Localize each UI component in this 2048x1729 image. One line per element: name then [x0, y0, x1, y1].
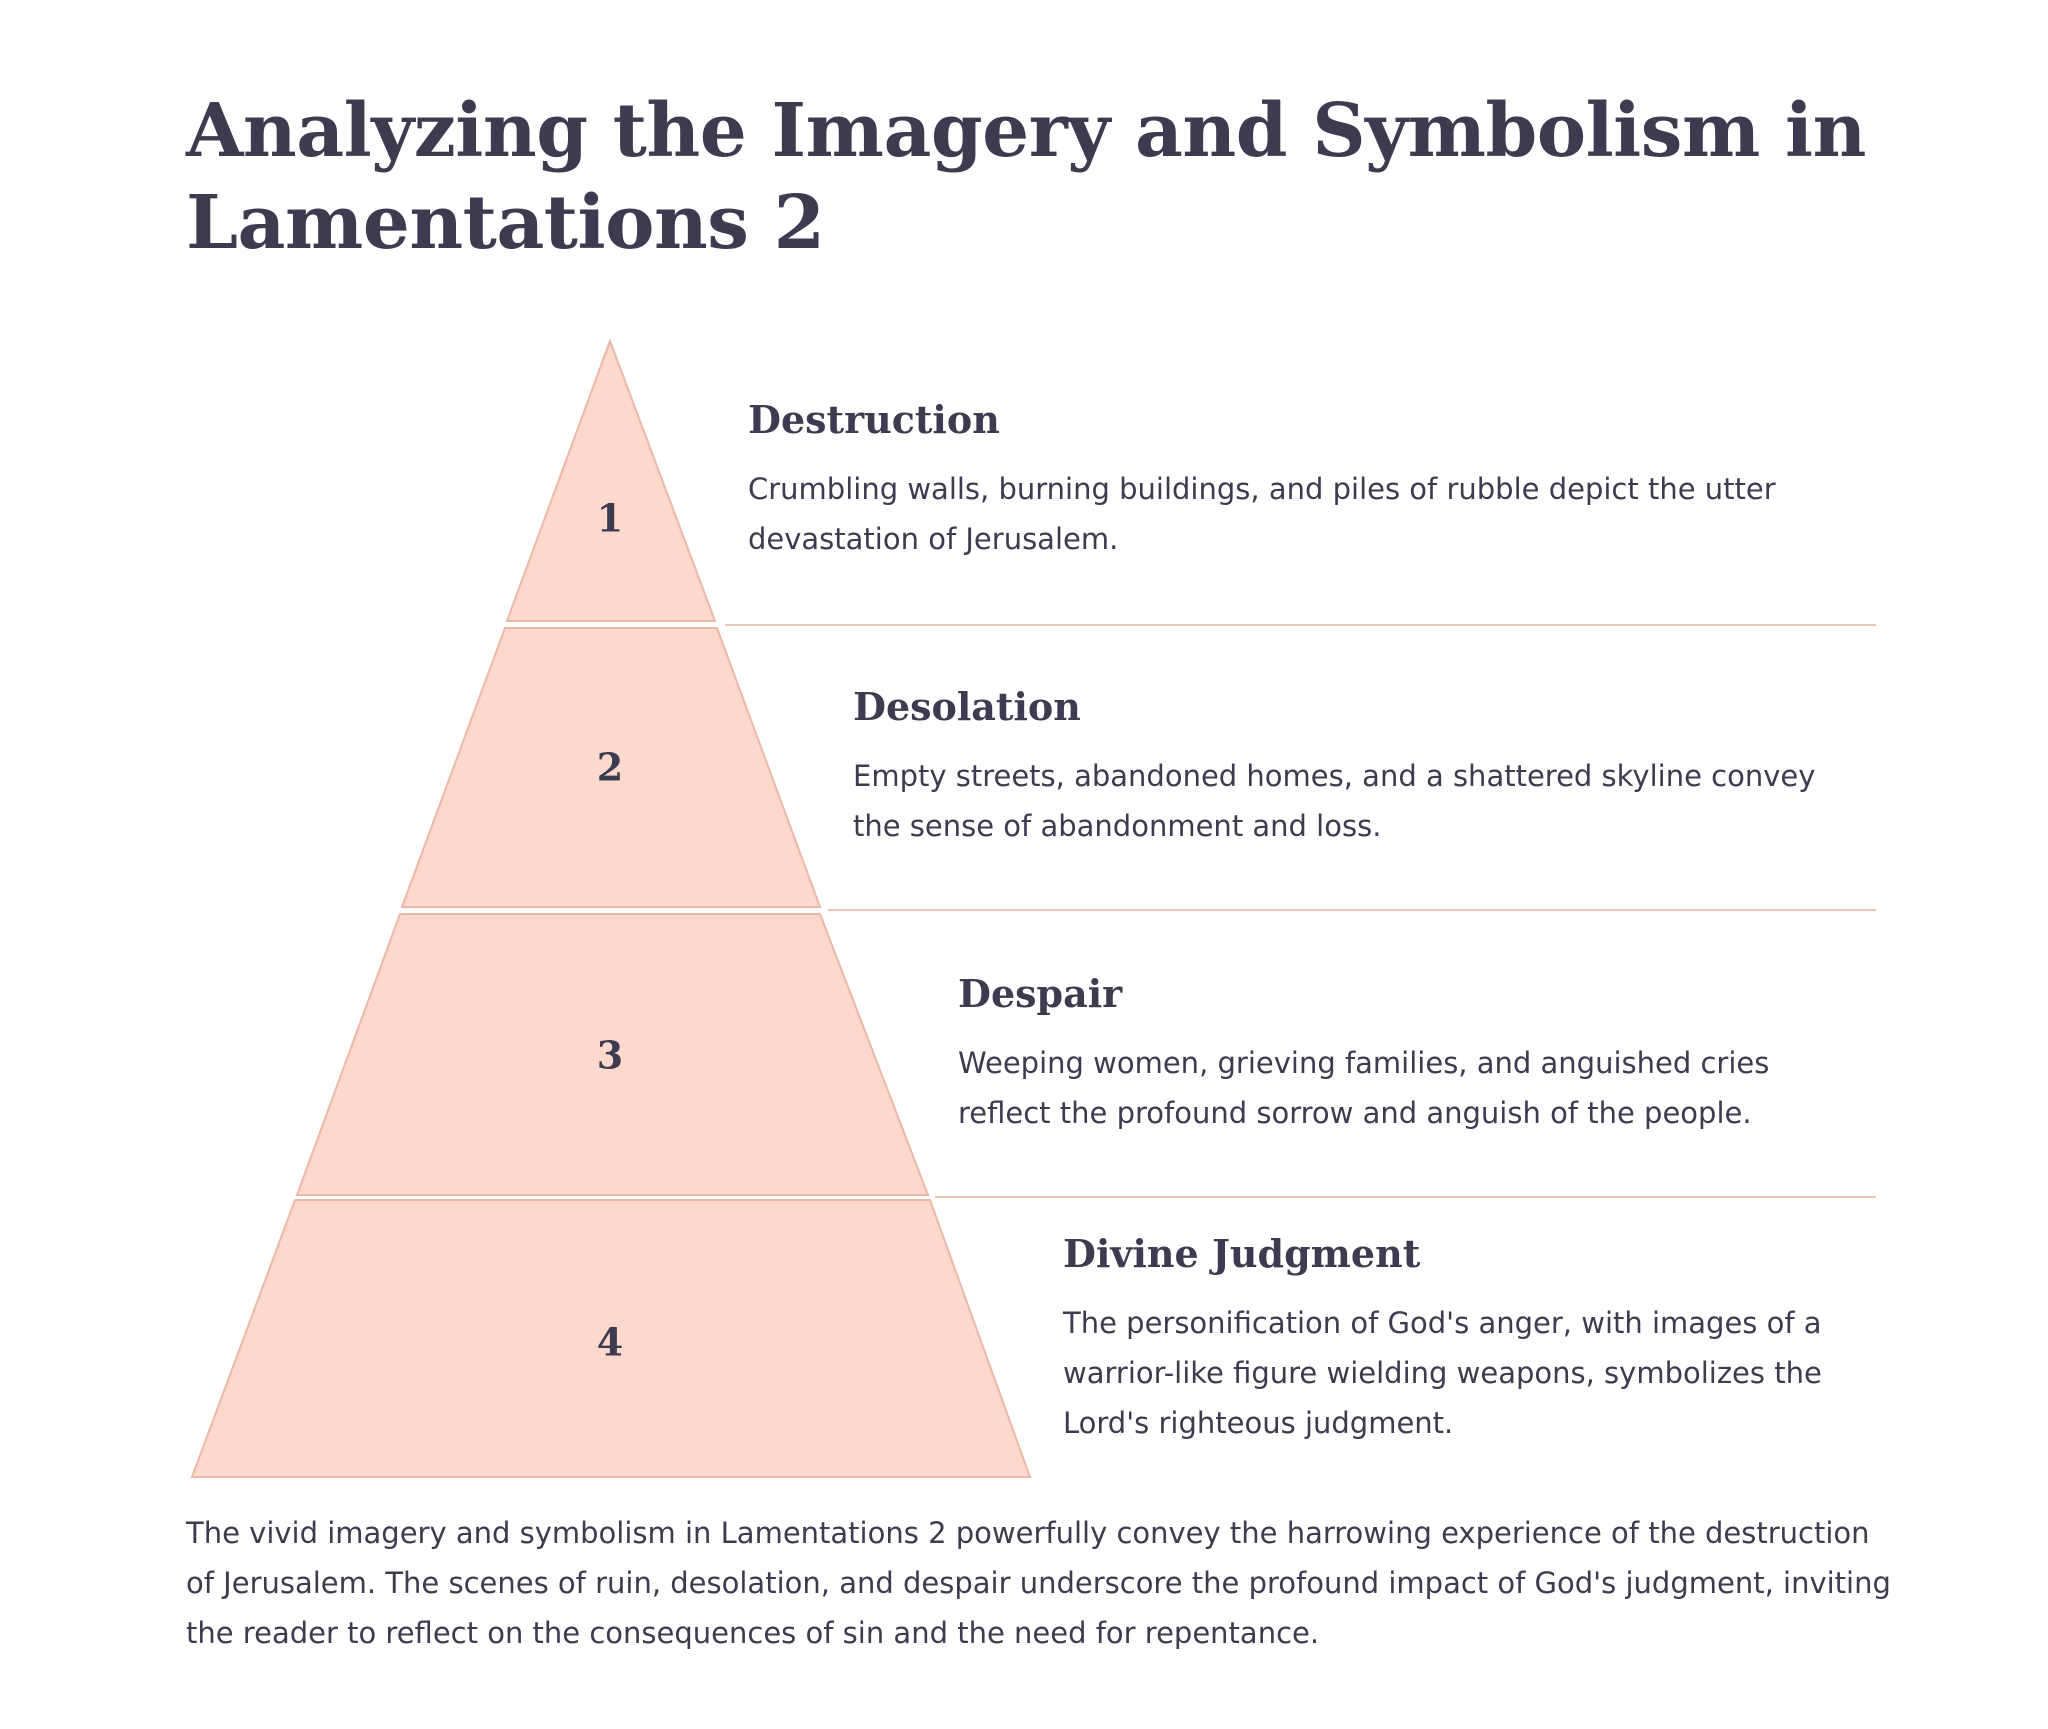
tier-number-3: 3 — [597, 1033, 623, 1078]
tier-number-1: 1 — [597, 496, 623, 541]
tier-description-3: Weeping women, grieving families, and an… — [958, 1046, 1770, 1130]
tier-title-3: Despair — [958, 971, 1123, 1016]
tier-description-1: Crumbling walls, burning buildings, and … — [748, 472, 1776, 556]
pyramid-tier-4 — [190, 1199, 1032, 1478]
pyramid-tier-3 — [295, 913, 930, 1196]
conclusion-text: The vivid imagery and symbolism in Lamen… — [186, 1516, 1891, 1650]
tier-description-2: Empty streets, abandoned homes, and a sh… — [853, 759, 1816, 843]
tier-item-4: Divine Judgment The personification of G… — [1063, 1230, 1863, 1448]
tier-item-1: Destruction Crumbling walls, burning bui… — [748, 396, 1808, 564]
tier-title-4: Divine Judgment — [1063, 1231, 1421, 1276]
tier-item-3: Despair Weeping women, grieving families… — [958, 970, 1838, 1138]
page-title: Analyzing the Imagery and Symbolism in L… — [186, 88, 1866, 266]
pyramid-tier-2 — [400, 627, 822, 908]
pyramid-tier-1 — [505, 338, 717, 622]
tier-item-2: Desolation Empty streets, abandoned home… — [853, 683, 1853, 851]
tier-title-1: Destruction — [748, 397, 1000, 442]
tier-number-4: 4 — [597, 1320, 623, 1365]
tier-description-4: The personification of God's anger, with… — [1063, 1306, 1822, 1440]
tier-title-2: Desolation — [853, 684, 1081, 729]
tier-number-2: 2 — [597, 745, 623, 790]
